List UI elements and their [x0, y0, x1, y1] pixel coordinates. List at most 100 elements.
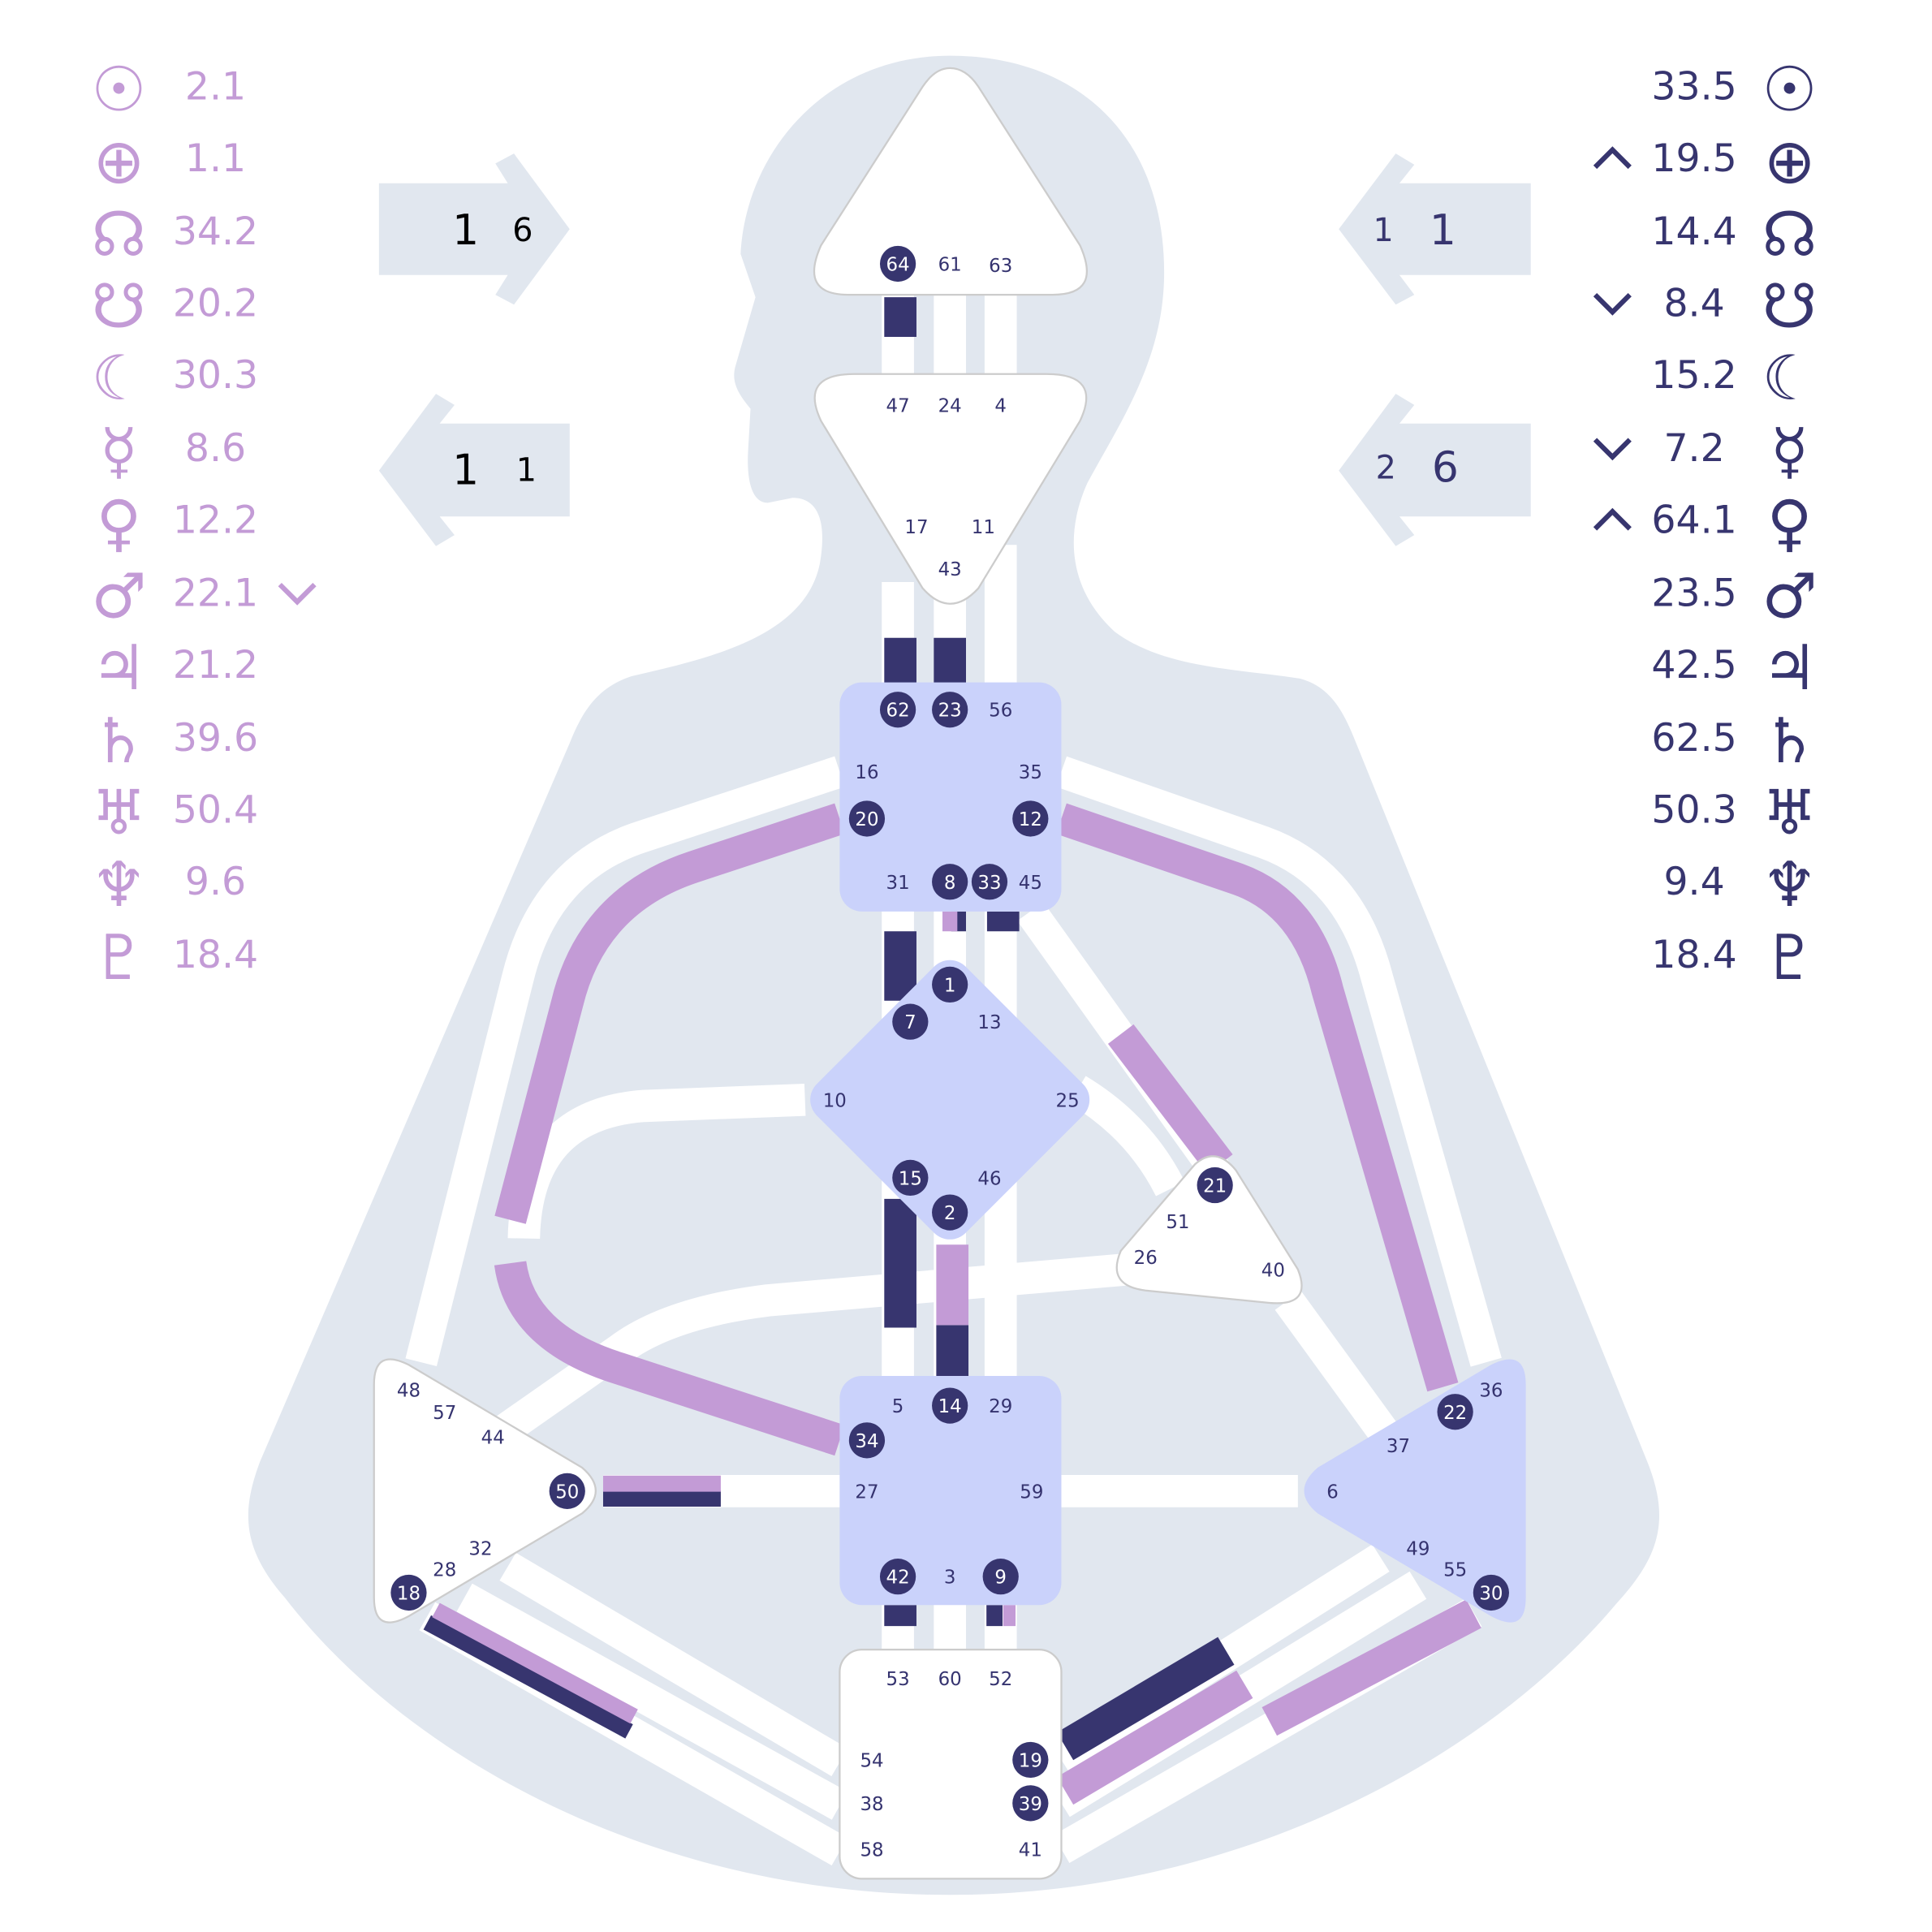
- sacral-center[interactable]: [839, 1375, 1062, 1606]
- planet-row: ☊34.2: [92, 198, 259, 270]
- planet-value: 9.4: [1663, 860, 1724, 904]
- chevron-down-icon: [1593, 292, 1632, 316]
- gate-62[interactable]: 62: [879, 692, 916, 728]
- gate-2[interactable]: 2: [932, 1194, 968, 1231]
- gate-9[interactable]: 9: [982, 1559, 1019, 1595]
- gate-13[interactable]: 13: [977, 1012, 1001, 1033]
- gate-37[interactable]: 37: [1386, 1436, 1410, 1457]
- gate-58[interactable]: 58: [860, 1839, 883, 1861]
- g-center[interactable]: [801, 951, 1099, 1248]
- activations-navy: [423, 297, 1235, 1761]
- gate-16[interactable]: 16: [855, 762, 878, 783]
- arrow-value-b: 6: [512, 212, 533, 249]
- gate-52[interactable]: 52: [989, 1669, 1012, 1690]
- gate-33[interactable]: 33: [971, 864, 1008, 900]
- gate-number: 30: [1479, 1584, 1503, 1605]
- gate-12[interactable]: 12: [1012, 800, 1049, 837]
- heart-center[interactable]: [1115, 1155, 1303, 1305]
- gate-49[interactable]: 49: [1406, 1539, 1430, 1560]
- gate-27[interactable]: 27: [855, 1481, 878, 1503]
- gate-number: 43: [938, 559, 962, 580]
- gate-3[interactable]: 3: [944, 1568, 956, 1589]
- gate-20[interactable]: 20: [848, 800, 886, 837]
- gate-43[interactable]: 43: [938, 559, 962, 580]
- gate-56[interactable]: 56: [989, 701, 1012, 722]
- spleen-center[interactable]: [373, 1358, 597, 1624]
- gate-54[interactable]: 54: [860, 1750, 883, 1771]
- gate-30[interactable]: 30: [1473, 1574, 1509, 1611]
- gate-63[interactable]: 63: [989, 256, 1012, 277]
- gate-34[interactable]: 34: [848, 1422, 886, 1459]
- gate-46[interactable]: 46: [977, 1168, 1001, 1189]
- gate-57[interactable]: 57: [433, 1403, 456, 1424]
- gate-5[interactable]: 5: [892, 1396, 904, 1417]
- gate-61[interactable]: 61: [938, 254, 962, 275]
- gate-7[interactable]: 7: [892, 1003, 929, 1040]
- gate-number: 31: [886, 873, 910, 894]
- gate-40[interactable]: 40: [1261, 1260, 1285, 1281]
- gate-22[interactable]: 22: [1437, 1394, 1473, 1430]
- gate-35[interactable]: 35: [1019, 762, 1042, 783]
- gate-41[interactable]: 41: [1019, 1839, 1042, 1861]
- planet-value: 8.6: [185, 426, 246, 471]
- gate-59[interactable]: 59: [1020, 1481, 1043, 1503]
- gate-4[interactable]: 4: [994, 395, 1007, 416]
- gate-21[interactable]: 21: [1197, 1167, 1233, 1204]
- sun-icon: ☉: [1762, 53, 1817, 125]
- gate-48[interactable]: 48: [397, 1380, 420, 1401]
- gate-number: 59: [1020, 1481, 1043, 1503]
- gate-55[interactable]: 55: [1443, 1560, 1467, 1581]
- gate-25[interactable]: 25: [1056, 1090, 1080, 1111]
- pluto-icon: ♇: [1762, 921, 1817, 994]
- gate-51[interactable]: 51: [1166, 1212, 1189, 1233]
- gate-1[interactable]: 1: [932, 966, 968, 1003]
- gate-45[interactable]: 45: [1019, 873, 1042, 894]
- gate-number: 2: [944, 1203, 956, 1224]
- head-center[interactable]: [813, 67, 1088, 296]
- pluto-icon: ♇: [91, 921, 146, 994]
- gate-26[interactable]: 26: [1134, 1248, 1158, 1269]
- neptune-icon: ♆: [1762, 848, 1817, 921]
- gate-38[interactable]: 38: [860, 1794, 883, 1815]
- planet-row: ☋8.4: [1593, 270, 1817, 342]
- gate-17[interactable]: 17: [904, 517, 928, 538]
- gate-39[interactable]: 39: [1012, 1785, 1049, 1822]
- gate-60[interactable]: 60: [938, 1669, 962, 1690]
- planet-row: ☉33.5: [1651, 53, 1817, 125]
- gate-44[interactable]: 44: [481, 1427, 505, 1448]
- gate-36[interactable]: 36: [1479, 1380, 1503, 1401]
- ajna-center[interactable]: [813, 373, 1088, 605]
- gate-number: 41: [1019, 1839, 1042, 1861]
- gate-50[interactable]: 50: [549, 1473, 585, 1509]
- gate-18[interactable]: 18: [390, 1574, 427, 1611]
- gate-32[interactable]: 32: [468, 1539, 492, 1560]
- gate-23[interactable]: 23: [932, 692, 968, 728]
- neptune-icon: ♆: [91, 848, 146, 921]
- gate-29[interactable]: 29: [989, 1396, 1012, 1417]
- planet-row: ♆9.6: [91, 848, 246, 921]
- gate-11[interactable]: 11: [972, 517, 995, 538]
- solar-plexus-center[interactable]: [1304, 1359, 1526, 1623]
- gate-15[interactable]: 15: [892, 1159, 929, 1197]
- gate-10[interactable]: 10: [823, 1090, 847, 1111]
- gate-53[interactable]: 53: [886, 1669, 910, 1690]
- gate-number: 8: [944, 873, 956, 894]
- gate-42[interactable]: 42: [879, 1559, 916, 1595]
- gate-number: 24: [938, 395, 962, 416]
- gate-47[interactable]: 47: [886, 395, 910, 416]
- gate-8[interactable]: 8: [932, 864, 968, 900]
- planet-value: 12.2: [173, 498, 258, 542]
- planet-row: ⊕19.5: [1593, 125, 1816, 197]
- gate-64[interactable]: 64: [879, 245, 916, 282]
- gate-31[interactable]: 31: [886, 873, 910, 894]
- gate-14[interactable]: 14: [932, 1387, 968, 1424]
- root-center[interactable]: [839, 1649, 1063, 1880]
- gate-19[interactable]: 19: [1012, 1741, 1049, 1779]
- mars-icon: ♂: [1762, 559, 1817, 632]
- gate-6[interactable]: 6: [1326, 1481, 1339, 1503]
- gate-28[interactable]: 28: [433, 1560, 456, 1581]
- gate-24[interactable]: 24: [938, 395, 962, 416]
- throat-center[interactable]: [839, 682, 1062, 912]
- gate-number: 14: [938, 1396, 962, 1417]
- gate-number: 55: [1443, 1560, 1467, 1581]
